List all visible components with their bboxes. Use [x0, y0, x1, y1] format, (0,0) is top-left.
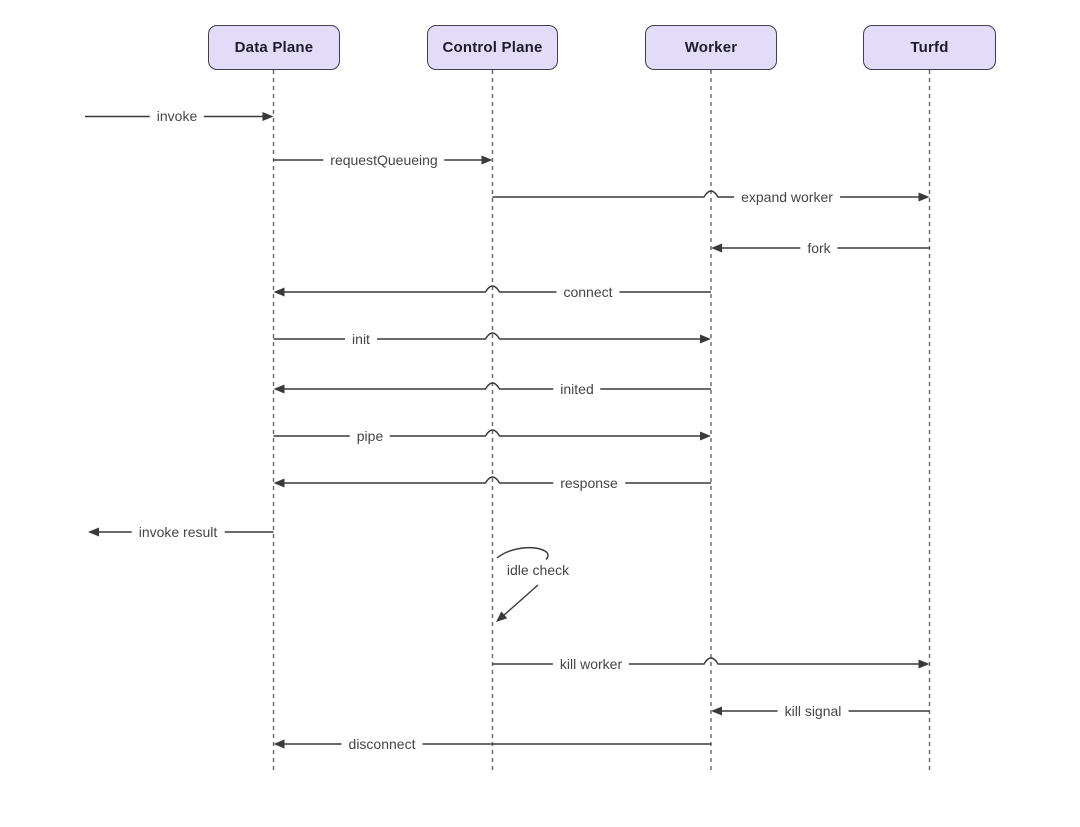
arrow-pipe: [273, 429, 711, 441]
arrow-connect: [273, 285, 711, 297]
participant-turfd: Turfd: [863, 25, 996, 70]
message-arrows: [85, 112, 930, 749]
message-label-connect: connect: [556, 283, 620, 301]
message-label-idle-check: idle check: [499, 561, 577, 579]
message-label-pipe: pipe: [349, 427, 391, 445]
participant-data-plane: Data Plane: [208, 25, 340, 70]
participant-control-plane: Control Plane: [427, 25, 558, 70]
arrow-inited: [273, 382, 711, 394]
message-label-invoke-result: invoke result: [131, 523, 225, 541]
message-label-response: response: [553, 474, 625, 492]
arrow-kill-worker: [492, 657, 930, 669]
message-label-inited: inited: [553, 380, 601, 398]
arrow-disconnect: [273, 739, 711, 749]
lifelines: [272, 70, 931, 773]
participant-worker: Worker: [645, 25, 777, 70]
message-label-init: init: [345, 330, 377, 348]
message-label-expand-worker: expand worker: [734, 188, 840, 206]
arrow-response: [273, 476, 711, 488]
message-label-fork: fork: [800, 239, 838, 257]
message-label-kill-signal: kill signal: [777, 702, 849, 720]
message-label-disconnect: disconnect: [341, 735, 423, 753]
message-label-invoke: invoke: [149, 107, 205, 125]
message-label-request-queueing: requestQueueing: [323, 151, 445, 169]
arrow-init: [273, 332, 711, 344]
message-label-kill-worker: kill worker: [552, 655, 630, 673]
arrow-idle-check: [496, 546, 549, 622]
arrow-expand-worker: [492, 190, 930, 202]
